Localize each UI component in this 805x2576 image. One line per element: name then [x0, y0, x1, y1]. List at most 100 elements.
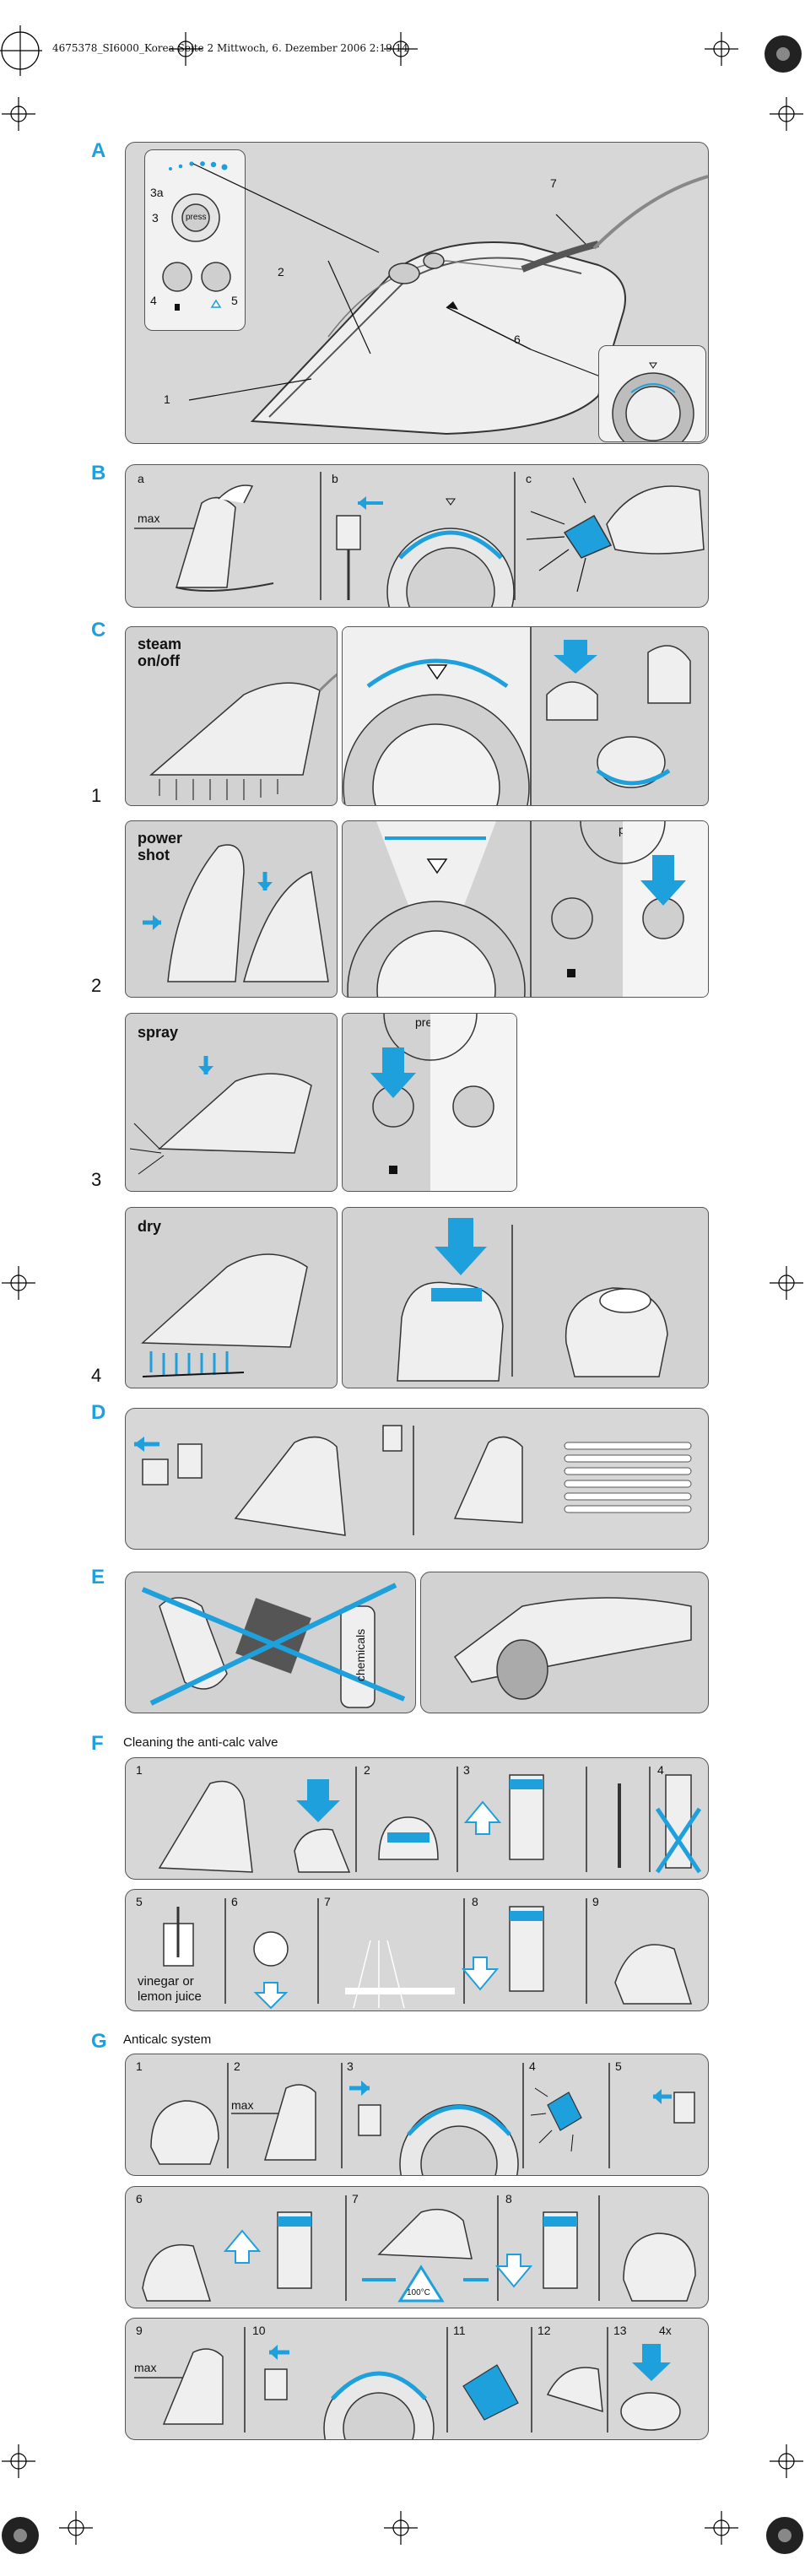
- f-step-5: 5: [136, 1895, 143, 1908]
- steaming-iron-illustration: [149, 673, 337, 800]
- section-d-panel: [125, 1408, 709, 1550]
- power-shot-title-2: shot: [138, 847, 170, 863]
- steam-on-off-title-2: on/off: [138, 652, 180, 669]
- dry-button-illustration: [397, 1218, 668, 1382]
- row-number-4: 4: [91, 1365, 102, 1386]
- divider: [317, 1898, 319, 2004]
- steam-button-illustration: [546, 640, 691, 788]
- divider: [463, 1898, 465, 2004]
- anticalc-steps-row3-illustration: [134, 2344, 681, 2439]
- divider: [598, 2195, 600, 2301]
- crop-target-top-c: [705, 32, 738, 66]
- max-label: max: [138, 511, 160, 525]
- callout-3: 3: [152, 211, 159, 225]
- press-label: press: [186, 213, 207, 222]
- c4-detail-panel: [342, 1207, 709, 1388]
- power-shot-iron-illustration: [143, 844, 329, 982]
- anticalc-steps-row1-illustration: [150, 2081, 695, 2175]
- divider: [446, 2327, 448, 2433]
- f-step-4: 4: [657, 1763, 664, 1777]
- soleplate-cleaning-illustration: [453, 1597, 692, 1700]
- section-g-row1: 1 2 3 4 5 max: [125, 2054, 709, 2176]
- callout-2: 2: [278, 265, 284, 279]
- callout-7: 7: [550, 176, 557, 190]
- section-b-panel: a b c max: [125, 464, 709, 608]
- callout-1: 1: [164, 392, 170, 406]
- valve-cleaning-steps-illustration: [163, 1906, 693, 2010]
- f-step-8: 8: [472, 1895, 478, 1908]
- c2-iron-panel: power shot: [125, 820, 338, 998]
- g-step-11: 11: [453, 2324, 466, 2337]
- section-letter-e: E: [91, 1566, 105, 1588]
- divider: [345, 2195, 347, 2301]
- divider: [244, 2327, 246, 2433]
- divider: [586, 1767, 587, 1872]
- anticalc-steps-row2-illustration: [142, 2208, 696, 2303]
- g-max-label-2: max: [134, 2361, 157, 2374]
- crop-target-right-a: [770, 97, 803, 131]
- callout-4: 4: [150, 294, 157, 307]
- sub-label-c: c: [526, 472, 532, 485]
- section-letter-f: F: [91, 1732, 104, 1755]
- section-e-forbidden-panel: chemicals: [125, 1572, 416, 1713]
- row-number-2: 2: [91, 975, 102, 996]
- c4-iron-panel: dry: [125, 1207, 338, 1388]
- section-letter-c: C: [91, 619, 106, 641]
- g-step-6: 6: [136, 2192, 143, 2205]
- registration-mark-top-right: [764, 35, 802, 73]
- spray-buttons-illustration: [370, 1014, 516, 1191]
- times-label: 4x: [659, 2324, 672, 2337]
- crop-target-right-bottom: [770, 2444, 803, 2478]
- light-button-illustration: [526, 477, 705, 593]
- plug-and-dial-illustration: [336, 496, 515, 607]
- vinegar-label-1: vinegar or: [138, 1974, 194, 1989]
- section-f-row1: 1 2 3 4: [125, 1757, 709, 1880]
- g-step-5: 5: [615, 2059, 622, 2073]
- g-step-1: 1: [136, 2059, 143, 2073]
- temperature-dial-drawing: [612, 362, 694, 441]
- divider: [497, 2195, 499, 2301]
- vinegar-label-2: lemon juice: [138, 1989, 202, 2004]
- divider: [514, 472, 516, 600]
- anticalc-valve-removal-illustration: [158, 1774, 702, 1874]
- divider: [649, 1767, 651, 1872]
- steam-dial-illustration: [343, 627, 530, 805]
- g-step-7: 7: [352, 2192, 359, 2205]
- crop-target-top-b: [384, 32, 418, 66]
- c1-iron-panel: steam on/off: [125, 626, 338, 806]
- c1-detail-panel: [342, 626, 709, 806]
- iron-illustration-main: [188, 163, 708, 436]
- callout-5: 5: [231, 294, 238, 307]
- forbidden-chemicals-illustration: [141, 1583, 406, 1708]
- print-meta-line: 4675378_SI6000_Korea Seite 2 Mittwoch, 6…: [52, 42, 408, 54]
- f-step-7: 7: [324, 1895, 331, 1908]
- filling-iron-illustration: [134, 484, 274, 592]
- unplug-and-empty-illustration: [134, 1425, 692, 1536]
- divider: [457, 1767, 458, 1872]
- g-step-9: 9: [136, 2324, 143, 2337]
- sub-label-b: b: [332, 472, 338, 485]
- callout-6: 6: [514, 333, 521, 346]
- divider: [608, 2063, 610, 2168]
- divider: [511, 1225, 513, 1377]
- g-step-12: 12: [538, 2324, 551, 2337]
- divider: [522, 2063, 524, 2168]
- crop-target-bottom-b: [384, 2511, 418, 2545]
- crop-target-left-a: [2, 97, 35, 131]
- temperature-label: 100°C: [407, 2288, 430, 2297]
- crop-target-left-mid: [2, 1266, 35, 1300]
- divider: [341, 2063, 343, 2168]
- steam-on-off-title-1: steam: [138, 636, 182, 652]
- divider: [227, 2063, 229, 2168]
- sub-label-a: a: [138, 472, 144, 485]
- f-step-6: 6: [231, 1895, 238, 1908]
- g-step-4: 4: [529, 2059, 536, 2073]
- power-buttons-illustration: [551, 821, 708, 997]
- control-panel-drawing: [162, 161, 231, 311]
- crop-target-left-bottom: [2, 2444, 35, 2478]
- spray-iron-illustration: [129, 1056, 312, 1175]
- section-letter-b: B: [91, 462, 106, 484]
- crop-target-top-a: [169, 32, 203, 66]
- c2-detail-panel: press: [342, 820, 709, 998]
- registration-mark-bottom-right: [766, 2517, 803, 2554]
